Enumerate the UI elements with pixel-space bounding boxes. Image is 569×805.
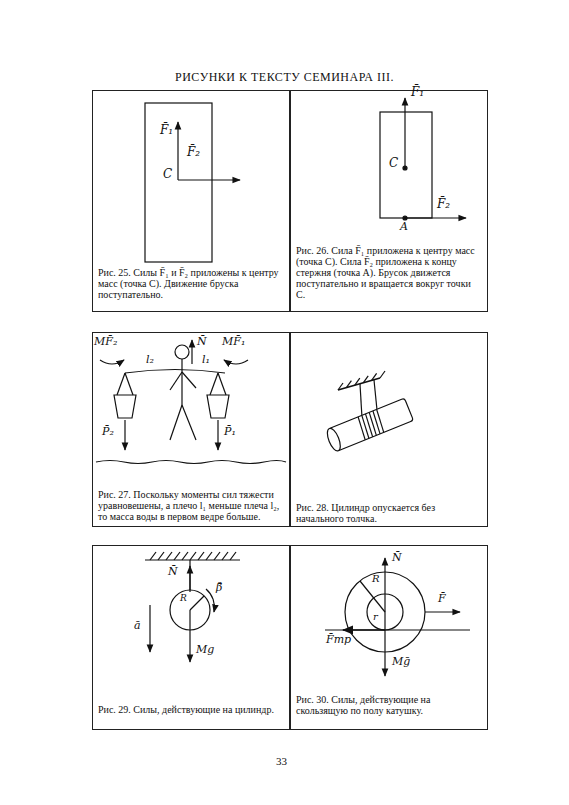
thread [374, 380, 377, 410]
hatch-stroke [222, 552, 228, 560]
figure-label: R [372, 574, 380, 584]
figure-label: MF̄₁ [222, 336, 245, 347]
bar [380, 112, 432, 218]
figure-caption: Рис. 26. Сила F̄₁ приложена к центру мас… [296, 245, 482, 300]
figure-label: N̄ [197, 336, 207, 347]
figure-label: r [373, 612, 378, 622]
hatch-stroke [150, 552, 156, 560]
figure-label: l₂ [146, 354, 154, 365]
figure-panel: Рис. 29. Силы, действующие на цилиндр. [92, 545, 290, 730]
hatch-stroke [182, 552, 188, 560]
force-arrow [384, 558, 385, 612]
hatch-stroke [198, 552, 204, 560]
force-arrow [124, 420, 125, 450]
thread [360, 384, 362, 418]
figure-label: F̄₂ [187, 146, 200, 158]
figure-label: N̄ [392, 552, 402, 563]
figure-panel: Рис. 25. Силы F̄₁ и F̄₂ приложены к цент… [92, 90, 290, 312]
ceiling [338, 378, 380, 390]
force-arrow [384, 612, 385, 676]
figure-panel: Рис. 26. Сила F̄₁ приложена к центру мас… [290, 90, 488, 312]
figure-panel: Рис. 28. Цилиндр опускается без начально… [290, 332, 488, 527]
hatch-stroke [230, 552, 236, 560]
hatch-stroke [174, 552, 180, 560]
hatch-stroke [338, 383, 343, 390]
ground [96, 461, 286, 464]
figure-label: F̄₁ [411, 86, 424, 98]
hatch-stroke [372, 373, 377, 380]
hatch-stroke [380, 371, 385, 378]
hatch-stroke [363, 376, 368, 383]
figure-label: l₁ [202, 354, 210, 365]
hatch-stroke [346, 381, 351, 388]
bar [145, 103, 212, 262]
figure-caption: Рис. 30. Силы, действующие на скользящую… [296, 694, 482, 716]
figure-caption: Рис. 25. Силы F̄₁ и F̄₂ приложены к цент… [98, 267, 284, 300]
figure-label: F̄тр [326, 634, 351, 645]
figure-label: C [389, 157, 398, 169]
figure-label: MF̄₂ [94, 336, 117, 347]
force-arrow [189, 566, 190, 592]
figure-label: F̄ [438, 593, 446, 604]
force-arrow [405, 217, 466, 218]
force-arrow [404, 98, 405, 168]
moment-arrow [100, 360, 124, 364]
hatch-stroke [355, 378, 360, 385]
hatch-stroke [375, 409, 386, 432]
ceiling [145, 559, 240, 560]
hatch-stroke [214, 552, 220, 560]
moment-arrow [224, 360, 248, 364]
figure-panel: Рис. 27. Поскольку моменты сил тяжести у… [92, 332, 290, 527]
hatch-stroke [190, 552, 196, 560]
cylinder [325, 398, 414, 452]
figure-label: A [400, 221, 408, 232]
figure-label: Mg [196, 644, 214, 655]
accel-arrow [149, 605, 150, 652]
angular-accel-arrow [206, 589, 214, 612]
floor [325, 629, 470, 630]
figure-caption: Рис. 29. Силы, действующие на цилиндр. [98, 704, 284, 715]
figure-label: N̄ [168, 566, 178, 577]
force-arrow [177, 122, 178, 180]
radius [360, 581, 385, 612]
figure-label: F̄₂ [437, 198, 450, 210]
hatch-stroke [158, 552, 164, 560]
force-arrow [191, 340, 192, 364]
figure-label: P̄₁ [224, 426, 236, 437]
figure-caption: Рис. 28. Цилиндр опускается без начально… [296, 502, 482, 524]
force-arrow [425, 611, 460, 612]
force-arrow [178, 179, 240, 180]
figure-label: C [163, 168, 172, 180]
force-arrow [189, 610, 190, 662]
figure-label: β̄ [216, 582, 222, 593]
hatch-stroke [206, 552, 212, 560]
force-arrow [217, 420, 218, 450]
figure-label: ā [134, 620, 141, 631]
figure-label: F̄₁ [160, 124, 173, 136]
figure-label: R [180, 594, 187, 603]
hatch-stroke [166, 552, 172, 560]
person-with-yoke [114, 345, 229, 440]
figure-caption: Рис. 27. Поскольку моменты сил тяжести у… [98, 489, 284, 522]
figure-label: P̄₂ [102, 426, 114, 437]
page-number: 33 [276, 756, 287, 767]
friction-arrow [343, 629, 385, 631]
figure-label: Mḡ [392, 656, 410, 667]
radius [190, 596, 204, 610]
page-title: РИСУНКИ К ТЕКСТУ СЕМИНАРА III. [0, 70, 569, 85]
figure-panel: Рис. 30. Силы, действующие на скользящую… [290, 545, 488, 730]
